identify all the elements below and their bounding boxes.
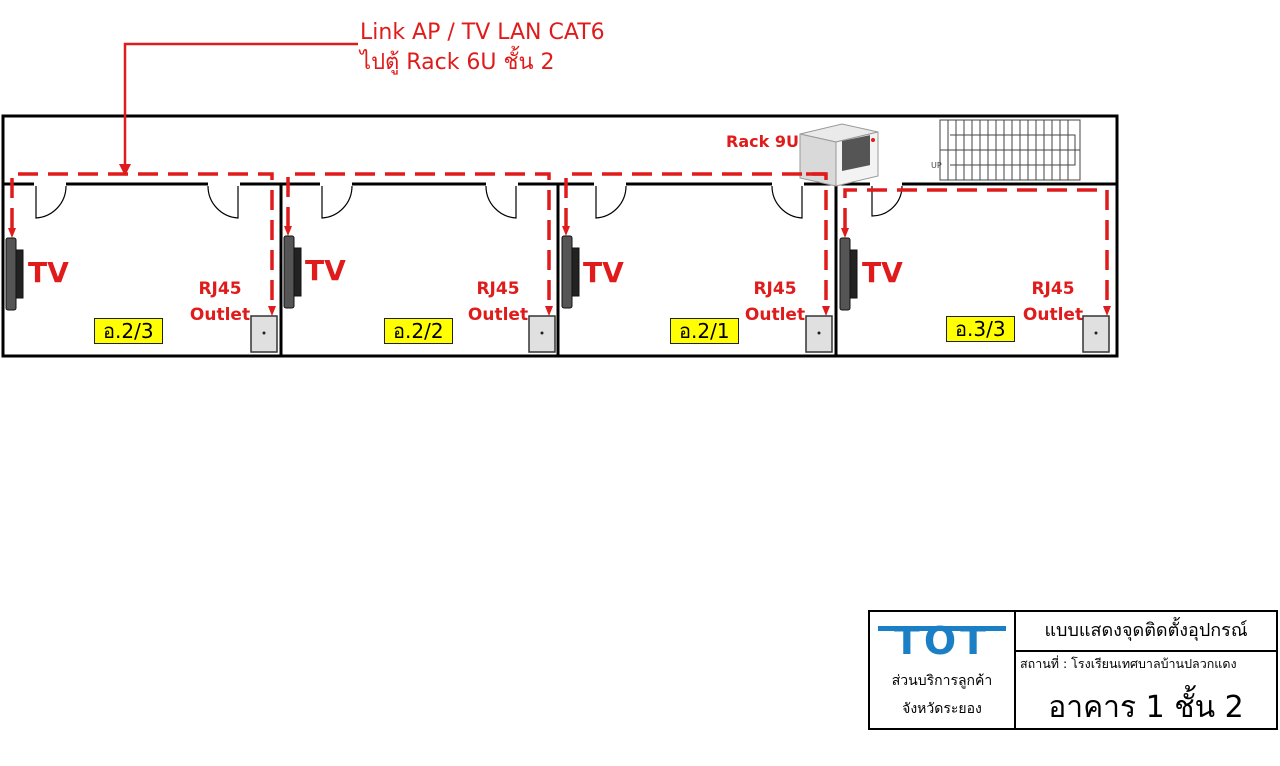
link-note-line2: ไปตู้ Rack 6U ชั้น 2: [360, 50, 555, 75]
tv-label: TV: [305, 254, 346, 287]
rj45-label-line1: RJ45: [1031, 279, 1075, 299]
rack-label: Rack 9U: [726, 132, 799, 151]
rj45-label: RJ45 Outlet: [735, 276, 815, 328]
rj45-label: RJ45 Outlet: [458, 276, 538, 328]
cable-arrowheads: [8, 164, 1111, 316]
tv-label: TV: [583, 256, 624, 289]
location-text: สถานที่ : โรงเรียนเทศบาลบ้านปลวกแดง: [1020, 656, 1237, 671]
room-label: อ.3/3: [946, 316, 1015, 342]
rj45-label-line2: Outlet: [1022, 305, 1084, 325]
rj45-label-line1: RJ45: [753, 279, 797, 299]
link-note: Link AP / TV LAN CAT6 ไปตู้ Rack 6U ชั้น…: [360, 18, 605, 78]
rj45-outlet-dots: [262, 331, 1098, 335]
room-label: อ.2/1: [670, 318, 739, 344]
rj45-label-line2: Outlet: [744, 305, 806, 325]
tv-label: TV: [28, 256, 69, 289]
rj45-label-line1: RJ45: [476, 279, 520, 299]
room-label: อ.2/2: [384, 318, 453, 344]
tv-icon: [5, 235, 858, 311]
link-cable: [123, 42, 358, 168]
room-dividers: [279, 184, 838, 356]
drawing-title: แบบแสดงจุดติดตั้งอุปกรณ์: [1016, 612, 1276, 652]
rj45-label: RJ45 Outlet: [1013, 276, 1093, 328]
cable-runs: [10, 172, 1109, 300]
rack-cabinet-icon: [799, 123, 879, 187]
rj45-label-line1: RJ45: [198, 279, 242, 299]
room-label: อ.2/3: [94, 318, 163, 344]
building-outline: [1, 114, 1119, 358]
rj45-label-line2: Outlet: [467, 305, 529, 325]
tot-logo: TOT: [878, 620, 1006, 660]
tv-label: TV: [862, 256, 903, 289]
link-note-line1: Link AP / TV LAN CAT6: [360, 20, 605, 45]
org-line2: จังหวัดระยอง: [902, 701, 982, 717]
title-block-org: TOT ส่วนบริการลูกค้า จังหวัดระยอง: [870, 612, 1016, 728]
stairs-icon: [939, 119, 1081, 181]
org-line1: ส่วนบริการลูกค้า: [891, 673, 993, 689]
title-block: TOT ส่วนบริการลูกค้า จังหวัดระยอง แบบแสด…: [868, 610, 1278, 730]
rj45-label-line2: Outlet: [189, 305, 251, 325]
stairs-up-label: UP: [931, 161, 942, 170]
doors: [35, 185, 903, 219]
building-floor-text: อาคาร 1 ชั้น 2: [1048, 690, 1244, 725]
rj45-label: RJ45 Outlet: [180, 276, 260, 328]
